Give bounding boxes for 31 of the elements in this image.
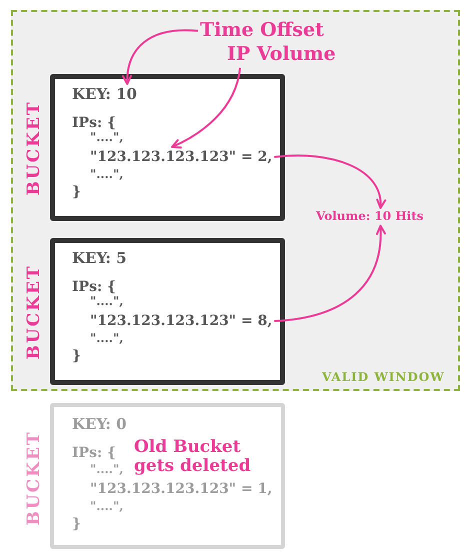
code-line: "....", [90,131,124,145]
ip-entry-text: "123.123.123.123" = 8, [90,313,272,330]
key-text: KEY: 0 [72,416,127,434]
code-line: "123.123.123.123" = 1, [90,481,272,498]
bucket-label: BUCKET [25,100,45,196]
code-line: } [72,184,82,200]
ip-entry-text: "123.123.123.123" = 2, [90,149,272,166]
curved-arrow [274,224,386,322]
code-line: "....", [90,295,124,309]
annotation-text: Time Offset [200,20,324,42]
curved-arrow [122,29,198,85]
curved-arrow [171,68,242,148]
key-text: KEY: 5 [72,250,127,268]
code-line: } [72,348,82,364]
code-line: "....", [90,500,124,514]
code-line: IPs: { [72,445,116,462]
code-line: IPs: { [72,279,116,296]
code-line: "....", [90,168,124,182]
curved-arrow [274,154,386,209]
bucket-label: BUCKET [25,430,45,526]
volume-text: Volume: 10 Hits [316,210,424,224]
annotation-text: Old Bucket gets deleted [134,438,252,476]
code-line: } [72,516,82,532]
code-line: "....", [90,463,124,477]
code-line: IPs: { [72,115,116,132]
annotation-text: IP Volume [227,44,336,66]
valid-window-region [11,10,460,391]
code-line: "....", [90,332,124,346]
window-label: VALID WINDOW [322,371,445,385]
bucket-label: BUCKET [25,264,45,360]
key-text: KEY: 10 [72,86,137,104]
